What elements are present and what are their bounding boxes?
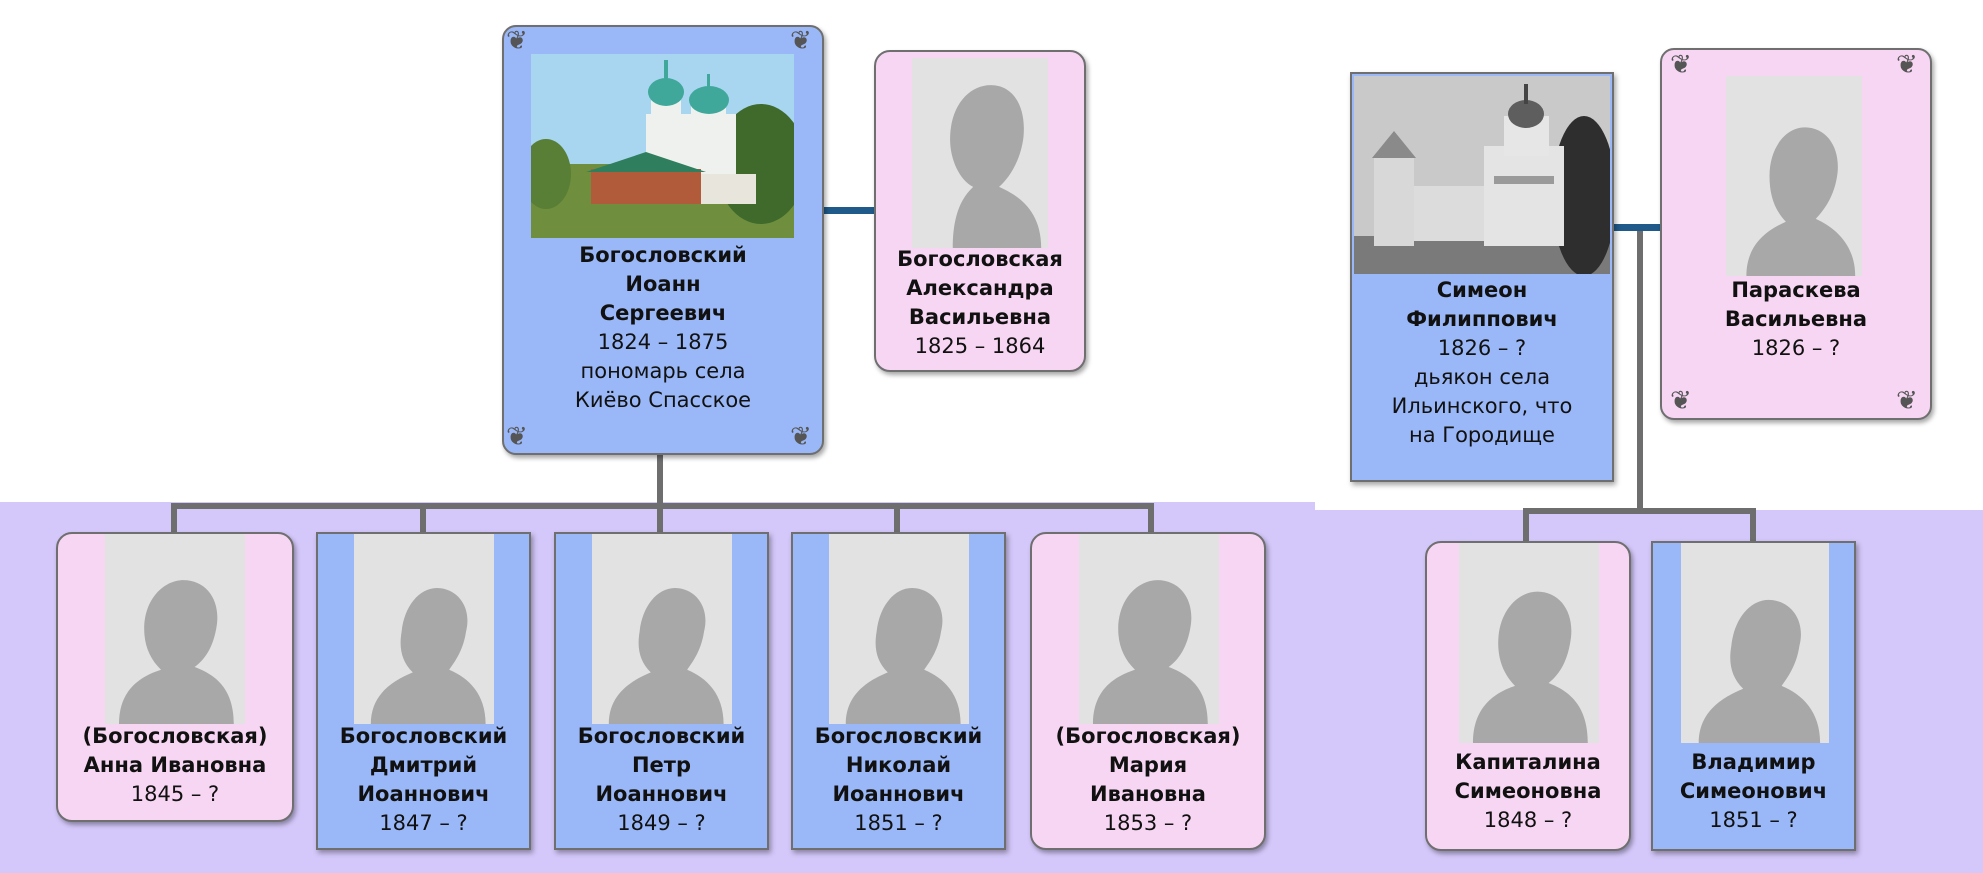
silhouette-placeholder — [1726, 76, 1862, 276]
person-name-line: (Богословская) — [1055, 724, 1241, 748]
person-name-line: Богословский — [339, 724, 508, 748]
person-card-child-2[interactable]: Богословский Дмитрий Иоаннович 1847 – ? — [316, 532, 531, 850]
person-note-line: пономарь села — [580, 359, 746, 383]
person-text-mother-right: Параскева Васильевна 1826 – ? — [1662, 276, 1930, 363]
person-name-line: Богословская — [897, 247, 1063, 271]
person-text-mother-left: Богословская Александра Васильевна 1825 … — [876, 245, 1084, 361]
person-name-line: Симеоновна — [1454, 779, 1602, 803]
spouse-link-right — [1612, 224, 1662, 231]
person-card-child-r1[interactable]: Капиталина Симеоновна 1848 – ? — [1425, 541, 1631, 851]
person-note-line: на Городище — [1409, 423, 1555, 447]
sibling-bar-right — [1523, 508, 1756, 514]
person-years: 1845 – ? — [130, 782, 220, 806]
church-photo-bw — [1354, 76, 1610, 274]
ornament-corner-icon: ❦ — [790, 26, 812, 56]
church-photo-color — [531, 54, 794, 238]
person-text-child-2: Богословский Дмитрий Иоаннович 1847 – ? — [318, 722, 529, 838]
person-years: 1853 – ? — [1103, 811, 1193, 835]
children-band-right — [1315, 510, 1983, 873]
person-text-father-left: Богословский Иоанн Сергеевич 1824 – 1875… — [504, 241, 822, 415]
person-name-line: Дмитрий — [369, 753, 478, 777]
ornament-corner-icon: ❦ — [1896, 50, 1918, 80]
spouse-link-left — [822, 207, 876, 214]
person-name-line: Васильевна — [1724, 307, 1868, 331]
person-name-line: Николай — [845, 753, 952, 777]
person-text-child-r1: Капиталина Симеоновна 1848 – ? — [1427, 748, 1629, 835]
silhouette-placeholder — [1681, 543, 1829, 743]
person-card-child-3[interactable]: Богословский Петр Иоаннович 1849 – ? — [554, 532, 769, 850]
person-years: 1851 – ? — [854, 811, 943, 835]
person-years: 1825 – 1864 — [914, 334, 1046, 358]
person-card-father-left[interactable]: Богословский Иоанн Сергеевич 1824 – 1875… — [502, 25, 824, 455]
person-text-child-r2: Владимир Симеонович 1851 – ? — [1653, 748, 1854, 835]
person-card-child-r2[interactable]: Владимир Симеонович 1851 – ? — [1651, 541, 1856, 851]
person-card-child-1[interactable]: (Богословская) Анна Ивановна 1845 – ? — [56, 532, 294, 822]
parent-drop-line-right — [1637, 231, 1643, 511]
ornament-corner-icon: ❦ — [506, 422, 528, 452]
child-link-1 — [171, 503, 177, 533]
person-card-father-right[interactable]: Симеон Филиппович 1826 – ? дьякон села И… — [1350, 72, 1614, 482]
silhouette-placeholder — [105, 534, 245, 724]
person-card-child-4[interactable]: Богословский Николай Иоаннович 1851 – ? — [791, 532, 1006, 850]
person-card-mother-right[interactable]: Параскева Васильевна 1826 – ? — [1660, 48, 1932, 420]
person-years: 1851 – ? — [1709, 808, 1798, 832]
person-text-child-1: (Богословская) Анна Ивановна 1845 – ? — [58, 722, 292, 809]
silhouette-placeholder — [354, 534, 494, 724]
person-name-line: Симеон — [1436, 278, 1528, 302]
child-link-r1 — [1523, 508, 1529, 542]
person-name-line: Александра — [906, 276, 1054, 300]
silhouette-placeholder — [829, 534, 969, 724]
person-name-line: (Богословская) — [82, 724, 268, 748]
person-name-line: Иоанн — [625, 272, 701, 296]
person-years: 1826 – ? — [1751, 336, 1841, 360]
person-name-line: Мария — [1108, 753, 1188, 777]
person-note-line: Ильинского, что — [1391, 394, 1573, 418]
person-name-line: Ивановна — [1090, 782, 1206, 806]
person-note-line: Киёво Спасское — [574, 388, 752, 412]
person-years: 1826 – ? — [1437, 336, 1527, 360]
child-link-5 — [1148, 503, 1154, 533]
ornament-corner-icon: ❦ — [1670, 50, 1692, 80]
person-name-line: Васильевна — [908, 305, 1052, 329]
person-name-line: Филиппович — [1406, 307, 1558, 331]
person-note-line: дьякон села — [1413, 365, 1551, 389]
child-link-2 — [420, 503, 426, 533]
person-name-line: Иоаннович — [595, 782, 728, 806]
ornament-corner-icon: ❦ — [506, 26, 528, 56]
person-text-child-5: (Богословская) Мария Ивановна 1853 – ? — [1032, 722, 1264, 838]
ornament-corner-icon: ❦ — [1896, 386, 1918, 416]
person-name-line: Петр — [631, 753, 692, 777]
person-card-child-5[interactable]: (Богословская) Мария Ивановна 1853 – ? — [1030, 532, 1266, 850]
ornament-corner-icon: ❦ — [1670, 386, 1692, 416]
person-card-mother-left[interactable]: Богословская Александра Васильевна 1825 … — [874, 50, 1086, 372]
person-years: 1847 – ? — [379, 811, 468, 835]
person-text-father-right: Симеон Филиппович 1826 – ? дьякон села И… — [1352, 276, 1612, 450]
parent-drop-line-left — [657, 455, 663, 510]
child-link-r2 — [1750, 508, 1756, 542]
person-text-child-3: Богословский Петр Иоаннович 1849 – ? — [556, 722, 767, 838]
person-name-line: Богословский — [577, 724, 746, 748]
silhouette-placeholder — [592, 534, 732, 724]
silhouette-placeholder — [1079, 534, 1219, 724]
silhouette-placeholder — [912, 58, 1048, 248]
person-years: 1849 – ? — [617, 811, 706, 835]
silhouette-placeholder — [1459, 543, 1599, 743]
person-name-line: Богословский — [579, 243, 747, 267]
person-years: 1848 – ? — [1483, 808, 1573, 832]
person-text-child-4: Богословский Николай Иоаннович 1851 – ? — [793, 722, 1004, 838]
person-name-line: Богословский — [814, 724, 983, 748]
person-years: 1824 – 1875 — [597, 330, 729, 354]
child-link-4 — [894, 503, 900, 533]
person-name-line: Сергеевич — [599, 301, 727, 325]
person-name-line: Капиталина — [1455, 750, 1601, 774]
person-name-line: Иоаннович — [357, 782, 490, 806]
person-name-line: Иоаннович — [832, 782, 965, 806]
ornament-corner-icon: ❦ — [790, 422, 812, 452]
person-name-line: Анна Ивановна — [83, 753, 267, 777]
person-name-line: Параскева — [1731, 278, 1861, 302]
person-name-line: Симеонович — [1679, 779, 1828, 803]
person-name-line: Владимир — [1691, 750, 1816, 774]
child-link-3 — [657, 503, 663, 533]
